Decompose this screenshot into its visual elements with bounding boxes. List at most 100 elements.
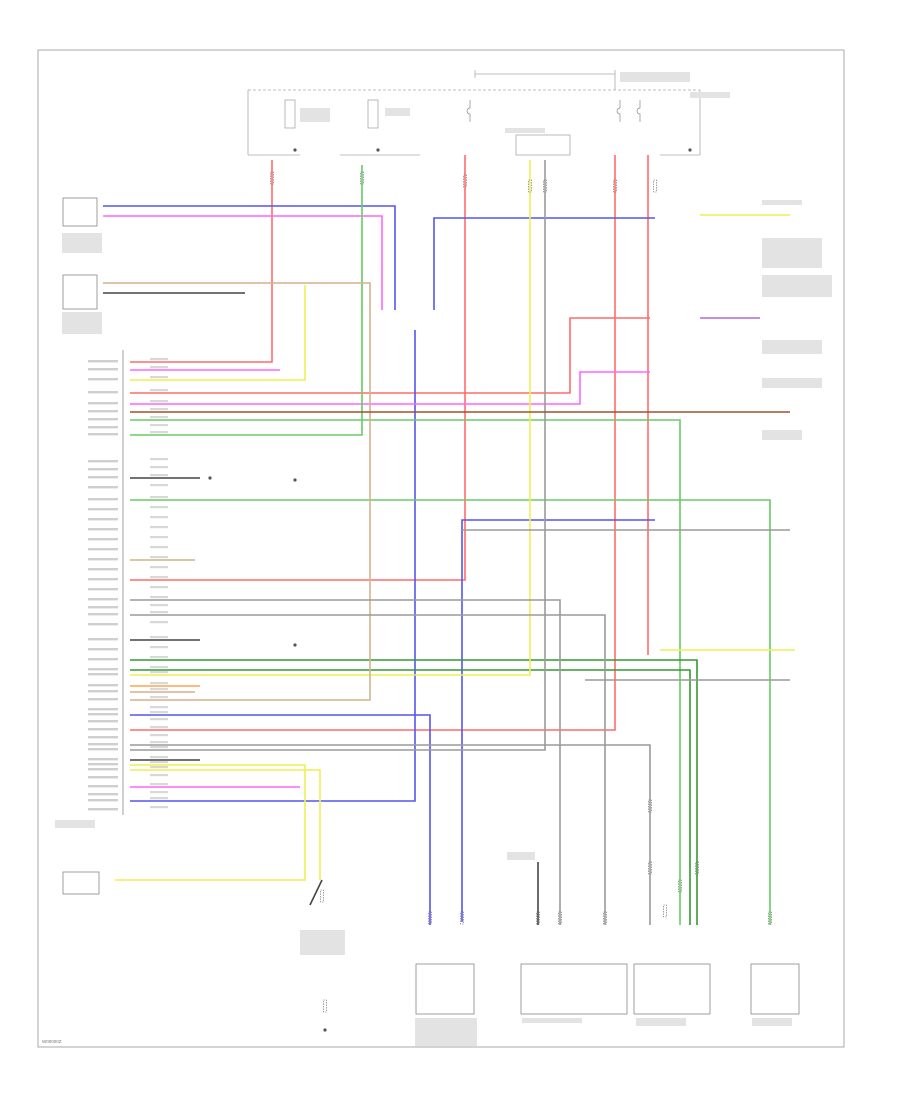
wire-black-41 — [309, 879, 323, 906]
connector-icon — [536, 911, 540, 925]
pin-label-mark — [88, 776, 118, 779]
pin-label-mark — [88, 433, 118, 436]
component-label-mark — [762, 430, 802, 440]
component-label-mark — [300, 930, 345, 955]
pin-label-mark — [88, 728, 118, 731]
component-label-mark — [620, 72, 690, 82]
wire-green-15 — [130, 419, 681, 925]
component-label-mark — [385, 108, 410, 116]
wire-label-mark — [150, 526, 168, 529]
connector-icon — [320, 889, 324, 903]
wire-label-mark — [150, 636, 168, 639]
wire-yellow-22 — [130, 769, 321, 880]
wire-label-mark — [150, 734, 168, 737]
wire-label-mark — [150, 484, 168, 487]
wire-label-mark — [150, 666, 168, 669]
connector-icon — [648, 861, 652, 875]
component-label-mark — [752, 1018, 792, 1026]
fuse-icons — [466, 100, 641, 122]
component-label-mark — [762, 340, 822, 354]
wire-group — [103, 155, 795, 925]
component-label-mark — [55, 820, 95, 828]
pin-label-mark — [88, 588, 118, 591]
pin-label-mark — [88, 808, 118, 811]
wire-label-mark — [150, 671, 168, 674]
diagram-code: W00000Z — [42, 1039, 62, 1044]
wire-label-mark — [150, 688, 168, 691]
wire-label-mark — [150, 711, 168, 714]
pin-label-mark — [88, 378, 118, 381]
pin-label-mark — [88, 613, 118, 616]
wire-label-mark — [150, 806, 168, 809]
marker-group — [208, 148, 772, 1032]
connector-icon — [603, 911, 607, 925]
component-label-mark — [300, 108, 330, 122]
wire-label-mark — [150, 586, 168, 589]
component-label-mark — [690, 92, 730, 98]
wire-label-mark — [150, 611, 168, 614]
wire-dkgreen-18 — [130, 669, 691, 925]
wire-label-mark — [150, 746, 168, 749]
pin-label-mark — [88, 638, 118, 641]
pin-label-mark — [88, 460, 118, 463]
wire-label-mark — [150, 556, 168, 559]
pin-label-mark — [88, 498, 118, 501]
wire-label-mark — [150, 783, 168, 786]
wire-label-mark — [150, 726, 168, 729]
component-label-mark — [505, 128, 545, 133]
pin-label-mark — [88, 426, 118, 429]
pin-label-mark — [88, 476, 118, 479]
bottom-components — [415, 963, 800, 1015]
wire-label-mark — [150, 536, 168, 539]
wire-label-mark — [150, 424, 168, 427]
wire-green-14 — [130, 165, 363, 436]
wire-red-2 — [130, 155, 466, 581]
wire-yellow-21 — [130, 160, 531, 676]
ground-icon — [293, 148, 297, 152]
connector-icon — [663, 904, 667, 918]
component-label-mark — [762, 200, 802, 205]
wire-gray-30 — [130, 160, 546, 751]
connector-icon — [323, 999, 327, 1013]
wire-label-mark — [150, 797, 168, 800]
wire-tan-25 — [103, 282, 371, 701]
pin-label-mark — [88, 391, 118, 394]
pin-label-mark — [88, 548, 118, 551]
wire-label-mark — [150, 474, 168, 477]
wire-label-mark — [150, 766, 168, 769]
wire-label-mark — [150, 774, 168, 777]
wire-label-mark — [150, 458, 168, 461]
pin-label-mark — [88, 402, 118, 405]
label-group — [55, 72, 832, 1046]
wire-label-mark — [150, 496, 168, 499]
component-label-mark — [62, 233, 102, 253]
connector-icon — [768, 911, 772, 925]
pin-label-mark — [88, 368, 118, 371]
pin-label-mark — [88, 684, 118, 687]
pin-label-mark — [88, 418, 118, 421]
pin-label-mark — [88, 748, 118, 751]
component-label-mark — [62, 312, 102, 334]
wire-label-mark — [150, 400, 168, 403]
wire-label-mark — [150, 646, 168, 649]
pin-label-mark — [88, 518, 118, 521]
wire-label-mark — [150, 761, 168, 764]
wire-label-mark — [150, 718, 168, 721]
pin-label-mark — [88, 668, 118, 671]
wire-pink-12 — [130, 371, 650, 405]
wire-red-1 — [130, 317, 650, 394]
wire-label-mark — [150, 682, 168, 685]
connector-icon — [653, 179, 657, 193]
connector-icon — [678, 879, 682, 893]
pin-label-mark — [88, 410, 118, 413]
component-label-mark — [415, 1018, 477, 1046]
pin-label-mark — [88, 763, 118, 766]
left-components — [62, 197, 124, 895]
pin-label-mark — [88, 758, 118, 761]
pin-label-mark — [88, 673, 118, 676]
connector-icon — [460, 911, 464, 925]
wire-red-0 — [130, 160, 273, 363]
component-label-mark — [522, 1018, 582, 1023]
wire-dkgreen-17 — [130, 659, 698, 925]
pin-label-mark — [88, 708, 118, 711]
